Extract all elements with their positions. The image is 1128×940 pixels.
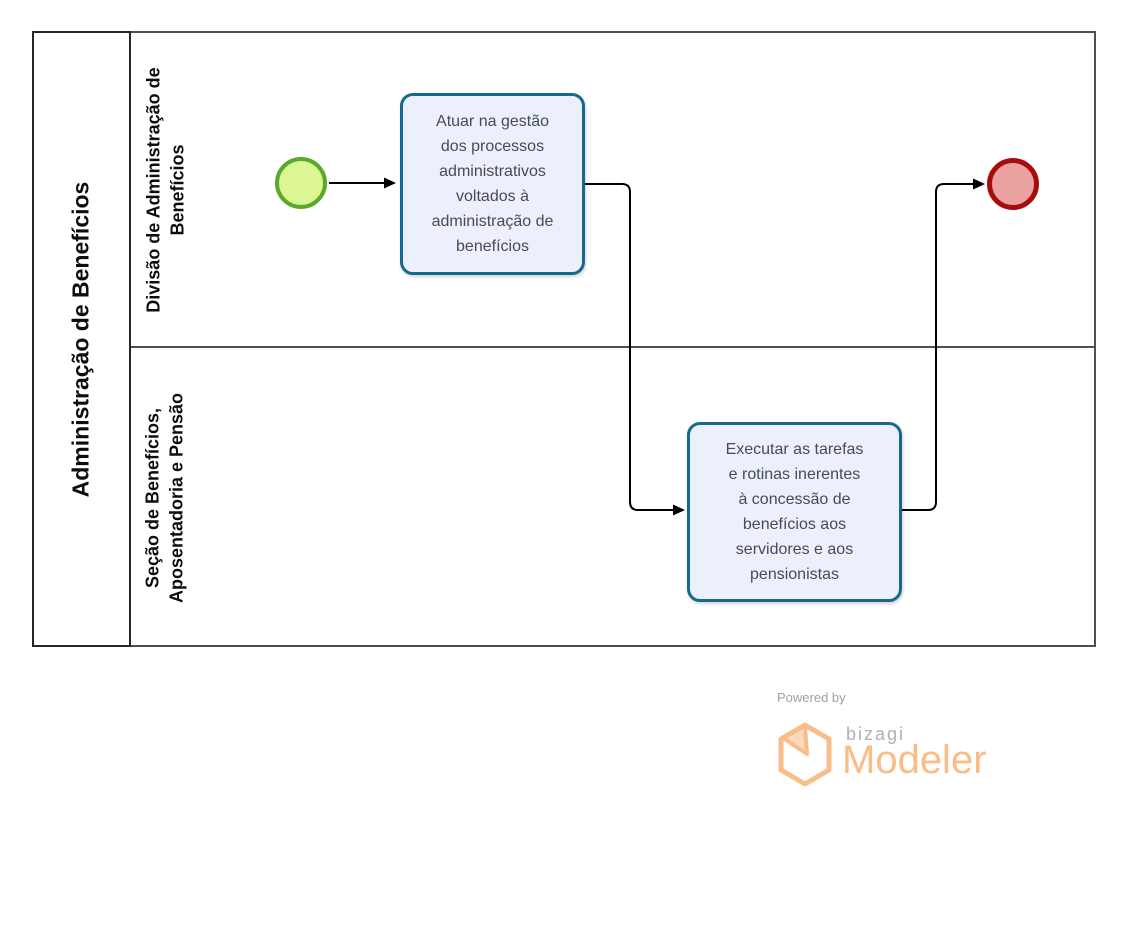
task-2-label-line: e rotinas inerentes <box>728 466 861 483</box>
task-2-label-line: benefícios aos <box>742 516 847 533</box>
task-1-label-line: administração de <box>431 213 554 230</box>
bizagi-icon[interactable] <box>778 722 832 787</box>
modeler-wordmark[interactable]: Modeler <box>842 738 987 782</box>
end-event[interactable] <box>987 158 1039 210</box>
powered-by-label: Powered by <box>777 690 846 705</box>
start-event[interactable] <box>275 157 327 209</box>
task-2-label-line: servidores e aos <box>735 541 854 558</box>
task-1-label-line: voltados à <box>456 188 529 205</box>
lane-container <box>131 31 1096 647</box>
task-2[interactable]: Executar as tarefas e rotinas inerentes … <box>687 422 902 602</box>
bizagi-wordmark[interactable]: bizagi <box>846 724 906 744</box>
lane-divider <box>131 346 1096 348</box>
pool-header <box>32 31 131 647</box>
task-1-label-line: Atuar na gestão <box>436 113 549 130</box>
task-2-label-line: Executar as tarefas <box>725 441 864 458</box>
task-1-label-line: dos processos <box>440 138 545 155</box>
task-2-label-line: à concessão de <box>738 491 851 508</box>
task-2-label-line: pensionistas <box>750 566 839 583</box>
task-1-label-line: administrativos <box>439 163 546 180</box>
task-1-label-line: benefícios <box>456 238 529 255</box>
task-1[interactable]: Atuar na gestão dos processos administra… <box>400 93 585 275</box>
